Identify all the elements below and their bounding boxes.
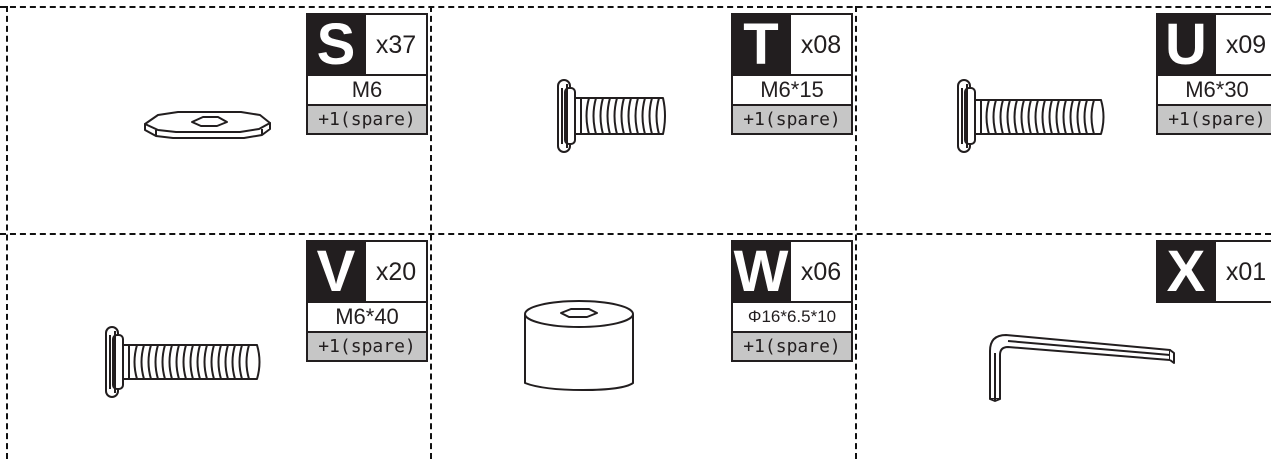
grid-middle-divider [0,233,1271,235]
grid-top-border [0,6,1271,8]
part-cell-x: X x01 [858,235,1271,462]
part-size: Φ16*6.5*10 [731,303,853,333]
grid-column-divider-2 [855,6,857,459]
part-quantity: x06 [791,240,853,303]
part-quantity: x08 [791,13,853,76]
part-spare: +1(spare) [731,333,853,362]
grid-left-border [6,6,8,459]
part-spare: +1(spare) [731,106,853,135]
part-letter: U [1156,13,1216,76]
part-label: T x08 M6*15 +1(spare) [731,13,853,135]
short-bolt-icon [557,79,666,153]
part-cell-w: W x06 Φ16*6.5*10 +1(spare) [433,235,853,462]
part-size: M6*30 [1156,76,1271,106]
part-quantity: x20 [366,240,428,303]
part-spare: +1(spare) [306,333,428,362]
part-label: V x20 M6*40 +1(spare) [306,240,428,362]
part-label: S x37 M6 +1(spare) [306,13,428,135]
washer-icon [144,111,271,139]
part-cell-s: S x37 M6 +1(spare) [8,8,428,235]
allen-key-icon [989,334,1175,402]
part-label: U x09 M6*30 +1(spare) [1156,13,1271,135]
part-cell-t: T x08 M6*15 +1(spare) [433,8,853,235]
grid-column-divider-1 [430,6,432,459]
part-label: X x01 [1156,240,1271,362]
part-quantity: x09 [1216,13,1271,76]
part-spare: +1(spare) [306,106,428,135]
part-cell-u: U x09 M6*30 +1(spare) [858,8,1271,235]
spacer-icon [524,300,634,391]
part-size: M6 [306,76,428,106]
long-bolt-icon [105,326,261,398]
part-label: W x06 Φ16*6.5*10 +1(spare) [731,240,853,362]
part-size: M6*15 [731,76,853,106]
part-quantity: x37 [366,13,428,76]
part-letter: X [1156,240,1216,303]
part-letter: T [731,13,791,76]
part-size: M6*40 [306,303,428,333]
part-spare: +1(spare) [1156,106,1271,135]
part-letter: S [306,13,366,76]
part-letter: V [306,240,366,303]
part-letter: W [731,240,791,303]
part-cell-v: V x20 M6*40 +1(spare) [8,235,428,462]
medium-bolt-icon [957,79,1105,153]
part-quantity: x01 [1216,240,1271,303]
